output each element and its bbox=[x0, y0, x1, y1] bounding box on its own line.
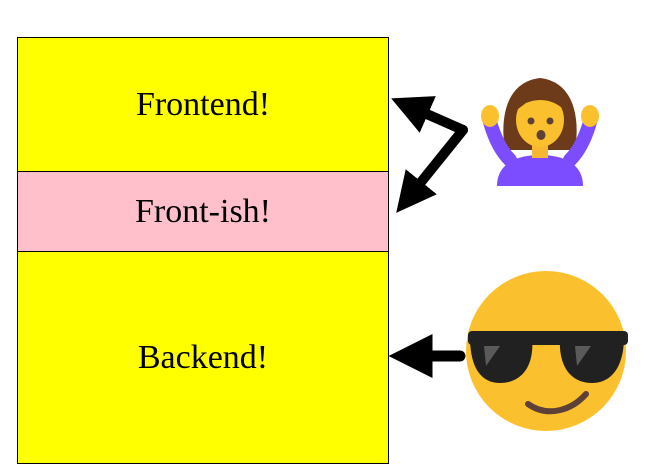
layer-frontend-label: Frontend! bbox=[135, 85, 271, 123]
layer-stack: Frontend! Front-ish! Backend! bbox=[17, 37, 391, 464]
layer-backend-label: Backend! bbox=[137, 338, 269, 376]
arrow-to-frontend bbox=[391, 96, 468, 135]
layer-frontish-label: Front-ish! bbox=[135, 192, 271, 230]
smiling-face-with-sunglasses-icon bbox=[466, 271, 628, 431]
arrow-to-frontish bbox=[396, 125, 468, 213]
shrug-arrows bbox=[391, 96, 468, 213]
woman-shrugging-icon bbox=[481, 78, 599, 186]
layer-backend: Backend! bbox=[17, 251, 389, 464]
layer-frontend: Frontend! bbox=[17, 37, 389, 172]
